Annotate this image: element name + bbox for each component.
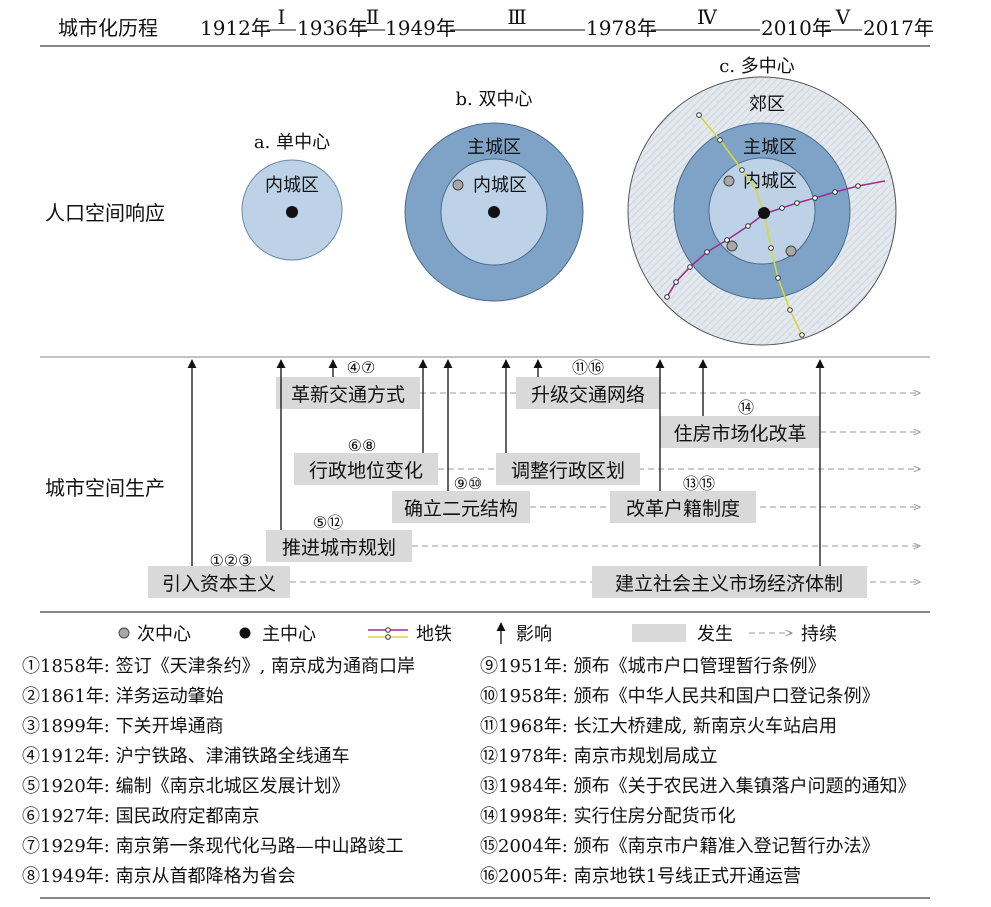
- event-urban-planning: 推进城市规划: [282, 537, 396, 559]
- note-13: ⑬1984年: 颁布《关于农民进入集镇落户问题的通知》: [480, 776, 916, 797]
- model-b-main-label: 主城区: [467, 137, 521, 158]
- stage-3: Ⅲ: [507, 5, 526, 29]
- symbol-legend: 次中心 主中心 地铁 影响 发生 持续: [118, 622, 837, 645]
- model-c-inner-label: 内城区: [743, 171, 797, 192]
- year-1936: 1936年: [297, 16, 368, 40]
- event-housing-reform: 住房市场化改革: [673, 423, 806, 445]
- note-12: ⑫1978年: 南京市规划局成立: [480, 746, 718, 767]
- box-transport-innovation: [276, 377, 420, 409]
- metro-stations: [664, 112, 861, 338]
- box-urban-planning: [266, 530, 412, 562]
- event-capitalism: 引入资本主义: [162, 573, 276, 595]
- legend-metro-icon: [368, 627, 408, 640]
- model-c-sub-center-3: [785, 245, 797, 257]
- event-transport-upgrade-refs: ⑪⑯: [572, 358, 604, 377]
- note-11: ⑪1968年: 长江大桥建成, 新南京火车站启用: [480, 716, 838, 737]
- legend-influence-label: 影响: [516, 624, 552, 645]
- note-4: ④1912年: 沪宁铁路、津浦铁路全线通车: [22, 746, 350, 767]
- event-transport-innovation: 革新交通方式: [291, 384, 405, 406]
- model-c-main-center: [758, 207, 770, 219]
- event-notes: ①1858年: 签订《天津条约》, 南京成为通商口岸 ②1861年: 洋务运动肇…: [0, 652, 991, 898]
- stage-1: Ⅰ: [278, 5, 286, 29]
- legend-continue-label: 持续: [801, 624, 837, 645]
- model-b-title: b. 双中心: [456, 89, 533, 110]
- event-admin-division: 调整行政区划: [511, 460, 625, 482]
- event-urban-planning-refs: ⑤⑫: [313, 513, 343, 532]
- note-3: ③1899年: 下关开埠通商: [22, 716, 224, 737]
- box-admin-status: [294, 453, 438, 485]
- event-capitalism-refs: ①②③: [209, 551, 252, 570]
- box-capitalism: [148, 566, 290, 598]
- legend-metro-label: 地铁: [416, 624, 452, 645]
- event-household-registration-refs: ⑬⑮: [683, 474, 715, 493]
- note-14: ⑭1998年: 实行住房分配货币化: [480, 806, 736, 827]
- note-7: ⑦1929年: 南京第一条现代化马路—中山路竣工: [22, 836, 404, 857]
- year-2017: 2017年: [863, 16, 934, 40]
- legend-sub-center-icon: [118, 627, 130, 639]
- model-c-sub-center-2: [726, 240, 738, 252]
- note-5: ⑤1920年: 编制《南京北城区发展计划》: [22, 776, 350, 797]
- production-row-label: 城市空间生产: [45, 476, 165, 500]
- stage-4: Ⅳ: [697, 5, 718, 29]
- box-market-economy: [592, 566, 867, 598]
- legend-main-center-label: 主中心: [262, 624, 316, 645]
- note-6: ⑥1927年: 国民政府定都南京: [22, 806, 260, 827]
- year-1912: 1912年: [200, 16, 271, 40]
- model-a-title: a. 单中心: [254, 132, 330, 153]
- model-c-main-label: 主城区: [743, 137, 797, 158]
- box-transport-upgrade: [516, 377, 660, 409]
- legend-sub-center-label: 次中心: [137, 624, 191, 645]
- event-admin-status: 行政地位变化: [309, 460, 423, 482]
- model-c-sub-center-1: [723, 175, 735, 187]
- legend-occur-icon: [632, 624, 686, 642]
- model-a-inner-label: 内城区: [265, 175, 319, 196]
- model-b-inner-label: 内城区: [473, 175, 527, 196]
- model-b-sub-center: [452, 179, 464, 191]
- event-dual-structure-refs: ⑨⑩: [454, 474, 483, 493]
- note-8: ⑧1949年: 南京从首都降格为省会: [22, 866, 296, 887]
- event-household-registration: 改革户籍制度: [626, 498, 740, 520]
- box-housing-reform: [660, 416, 820, 448]
- event-dual-structure: 确立二元结构: [404, 498, 518, 520]
- legend-main-center-icon: [239, 627, 251, 639]
- legend-occur-label: 发生: [697, 624, 733, 645]
- model-c-suburb-label: 郊区: [749, 94, 785, 115]
- box-household-registration: [610, 491, 756, 523]
- note-1: ①1858年: 签订《天津条约》, 南京成为通商口岸: [22, 656, 416, 677]
- note-16: ⑯2005年: 南京地铁1号线正式开通运营: [480, 866, 802, 887]
- influence-arrows: [187, 359, 825, 566]
- year-2010: 2010年: [761, 16, 832, 40]
- model-b-main-center: [488, 206, 500, 218]
- event-market-economy: 建立社会主义市场经济体制: [615, 573, 843, 595]
- timeline-label: 城市化历程: [58, 16, 158, 40]
- note-2: ②1861年: 洋务运动肇始: [22, 686, 224, 707]
- note-10: ⑩1958年: 颁布《中华人民共和国户口登记条例》: [480, 686, 880, 707]
- year-1949: 1949年: [385, 16, 456, 40]
- event-transport-innovation-refs: ④⑦: [347, 358, 376, 377]
- note-15: ⑮2004年: 颁布《南京市户籍准入登记暂行办法》: [480, 836, 880, 857]
- stage-2: Ⅱ: [366, 5, 380, 29]
- event-admin-status-refs: ⑥⑧: [348, 436, 377, 455]
- box-admin-division: [496, 453, 640, 485]
- stage-5: Ⅴ: [835, 5, 851, 29]
- model-c-title: c. 多中心: [719, 56, 795, 77]
- note-9: ⑨1951年: 颁布《城市户口管理暂行条例》: [480, 656, 826, 677]
- model-a-main-center: [286, 206, 298, 218]
- population-row-label: 人口空间响应: [45, 201, 165, 225]
- year-1978: 1978年: [586, 16, 657, 40]
- event-transport-upgrade: 升级交通网络: [531, 384, 645, 406]
- box-dual-structure: [392, 491, 530, 523]
- event-housing-reform-refs: ⑭: [738, 398, 754, 417]
